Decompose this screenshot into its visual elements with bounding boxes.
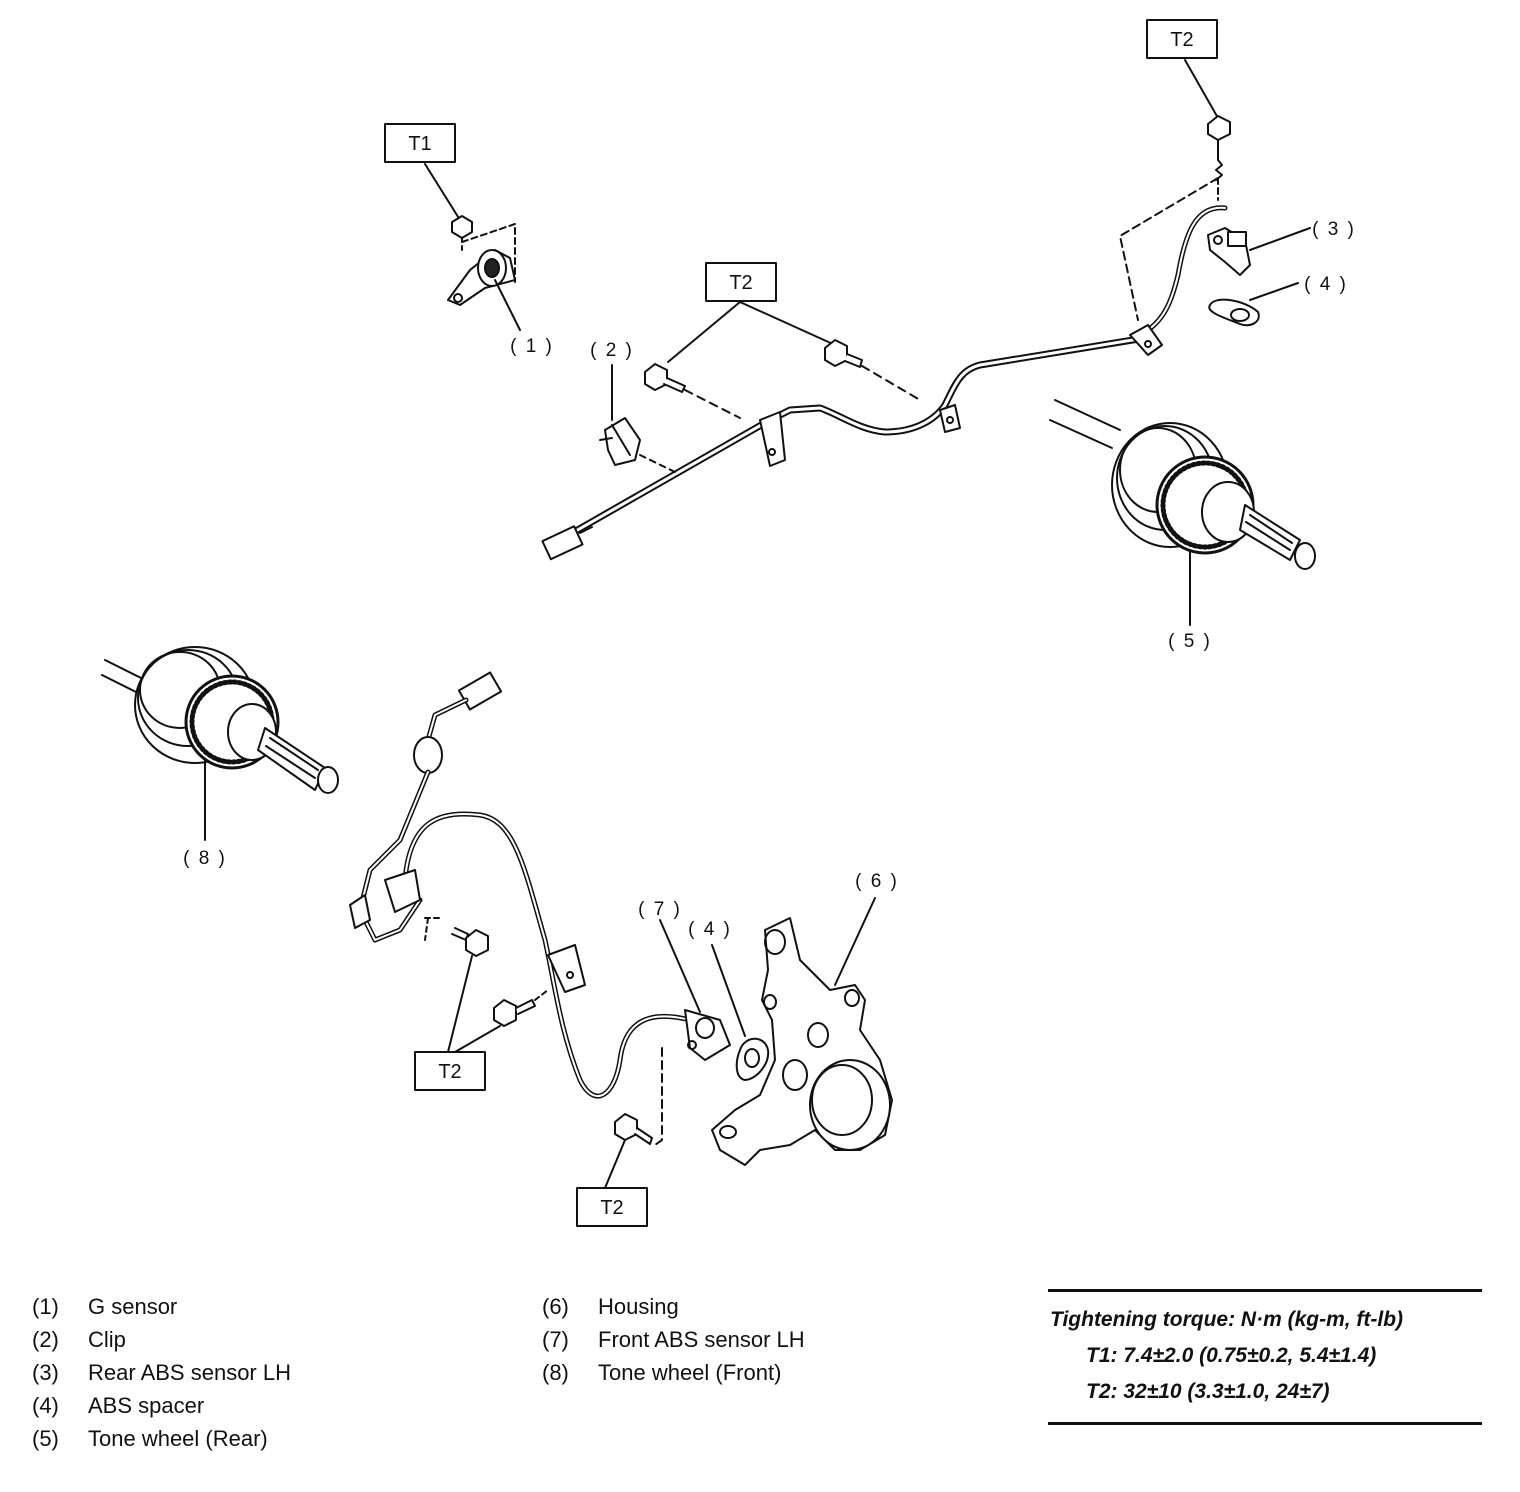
front-abs-spacer — [711, 944, 770, 1081]
torque-title: Tightening torque: N·m (kg-m, ft-lb) — [1050, 1308, 1404, 1331]
legend-left: (1)G sensor (2)Clip (3)Rear ABS sensor L… — [32, 1290, 291, 1455]
callout-8: ( 8 ) — [183, 848, 227, 869]
legend-item: (3)Rear ABS sensor LH — [32, 1360, 291, 1385]
rear-abs-sensor — [1119, 19, 1311, 327]
legend-right: (6)Housing (7)Front ABS sensor LH (8)Ton… — [542, 1290, 805, 1389]
legend-item: (2)Clip — [32, 1327, 126, 1352]
front-axle-tone-wheel — [101, 646, 339, 841]
callout-3: ( 3 ) — [1312, 219, 1356, 240]
callout-4-rear: ( 4 ) — [1304, 274, 1348, 295]
callout-4-front: ( 4 ) — [688, 919, 732, 940]
t2-box-label-bottom: T2 — [600, 1197, 623, 1219]
legend-item: (8)Tone wheel (Front) — [542, 1360, 782, 1385]
legend-item: (5)Tone wheel (Rear) — [32, 1426, 268, 1451]
t2-box-label-mid: T2 — [729, 272, 752, 294]
torque-t2: T2: 32±10 (3.3±1.0, 24±7) — [1086, 1380, 1330, 1403]
rear-harness-bolts — [644, 262, 921, 419]
t1-box-label: T1 — [408, 133, 431, 155]
callout-2: ( 2 ) — [590, 340, 634, 361]
t2-box-label-top: T2 — [1170, 29, 1193, 51]
callout-7: ( 7 ) — [638, 899, 682, 920]
rear-abs-harness — [541, 205, 1228, 561]
abs-sensor-exploded-diagram: T1 ( 1 ) ( 2 ) T2 — [101, 19, 1356, 1227]
torque-t1: T1: 7.4±2.0 (0.75±0.2, 5.4±1.4) — [1086, 1344, 1377, 1367]
rear-axle-tone-wheel — [1049, 399, 1316, 626]
g-sensor — [384, 123, 521, 331]
legend-item: (4)ABS spacer — [32, 1393, 205, 1418]
legend-item: (6)Housing — [542, 1294, 679, 1319]
t2-box-label-front: T2 — [438, 1061, 461, 1083]
front-harness-bolts — [414, 927, 653, 1227]
legend-item: (7)Front ABS sensor LH — [542, 1327, 805, 1352]
front-abs-harness — [349, 671, 731, 1146]
callout-1: ( 1 ) — [510, 336, 554, 357]
clip — [599, 364, 676, 473]
callout-5: ( 5 ) — [1168, 631, 1212, 652]
legend-item: (1)G sensor — [32, 1294, 178, 1319]
callout-6: ( 6 ) — [855, 871, 899, 892]
housing — [711, 897, 893, 1166]
tightening-torque-box: Tightening torque: N·m (kg-m, ft-lb) T1:… — [1048, 1289, 1482, 1425]
